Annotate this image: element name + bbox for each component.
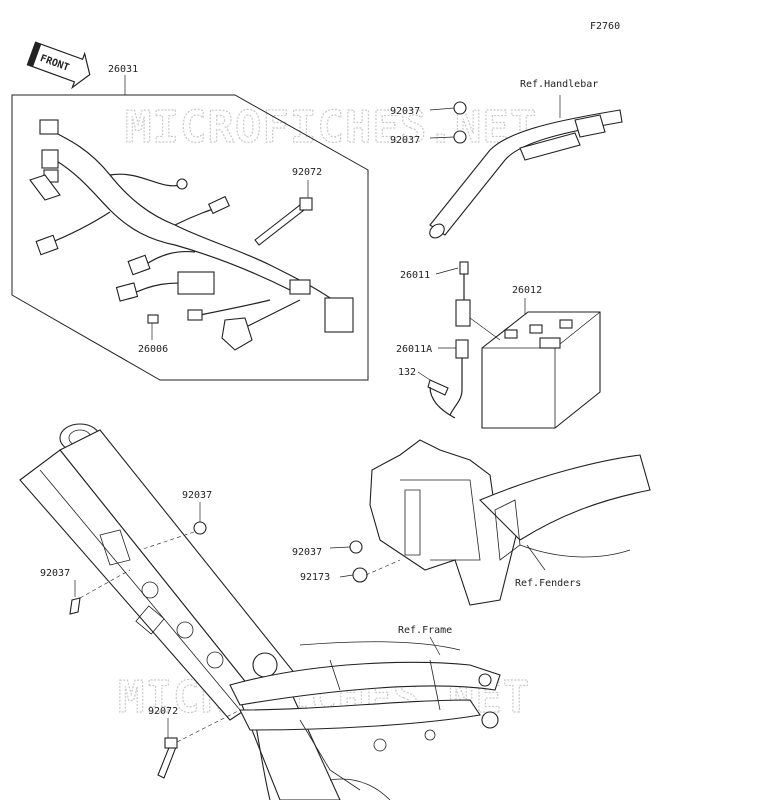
label-92037-frame-2: 92037	[40, 568, 70, 579]
label-92037-fender: 92037	[292, 547, 322, 558]
front-arrow-icon: FRONT	[26, 41, 91, 90]
label-ref-fenders: Ref.Fenders	[515, 578, 581, 589]
label-26031: 26031	[108, 64, 138, 75]
label-ref-handlebar: Ref.Handlebar	[520, 79, 598, 90]
label-92037-frame-1: 92037	[182, 490, 212, 501]
label-26006: 26006	[138, 344, 168, 355]
battery-group: 26012 26011 26011A 132	[396, 261, 601, 429]
label-132: 132	[398, 367, 416, 378]
frame-group: Ref.Frame 92037 92037 92072	[19, 423, 501, 800]
watermark-top: MICROFICHES.NET	[125, 102, 537, 153]
label-92173: 92173	[300, 572, 330, 583]
label-92037-handlebar-1: 92037	[390, 106, 420, 117]
label-92072-frame: 92072	[148, 706, 178, 717]
label-92072-harness: 92072	[292, 167, 322, 178]
label-26011A: 26011A	[396, 344, 432, 355]
harness-group: 26031 26006 92072	[11, 64, 369, 381]
label-92037-handlebar-2: 92037	[390, 135, 420, 146]
label-26012: 26012	[512, 285, 542, 296]
figure-id: F2760	[590, 21, 620, 32]
label-ref-frame: Ref.Frame	[398, 625, 452, 636]
label-26011: 26011	[400, 270, 430, 281]
fender-group: Ref.Fenders 92037 92173	[292, 439, 651, 606]
handlebar-group: Ref.Handlebar 92037 92037	[390, 79, 623, 239]
